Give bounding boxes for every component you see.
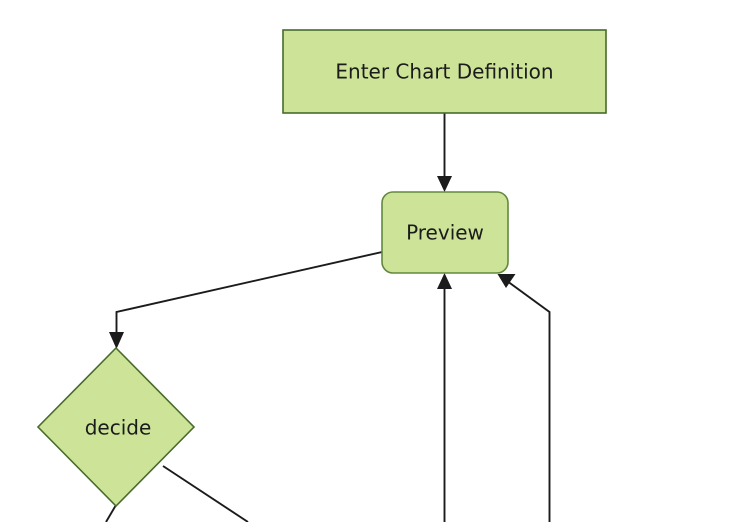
node-shape-preview[interactable] [381, 191, 509, 274]
edge-decide-bottom-exit [105, 504, 117, 522]
node-label-preview: Preview [406, 221, 484, 245]
node-preview[interactable]: Preview [381, 191, 509, 274]
edge-preview-to-decide [109, 251, 383, 349]
edge-line-preview-to-decide [115, 251, 383, 338]
edge-enter-to-preview [437, 113, 452, 192]
node-enter-chart-definition[interactable]: Enter Chart Definition [282, 29, 607, 114]
arrowhead-preview-to-decide [109, 332, 124, 349]
arrowhead-bottom-center-to-preview [437, 273, 452, 289]
edge-line-decide-bottom-exit [105, 504, 117, 522]
node-shape-decide[interactable] [36, 346, 196, 508]
node-shape-enter-chart-definition[interactable] [282, 29, 607, 114]
node-label-enter-chart-definition: Enter Chart Definition [335, 60, 553, 84]
node-decide[interactable]: decide [36, 346, 196, 508]
arrowhead-enter-to-preview [437, 176, 452, 192]
node-label-decide: decide [85, 416, 152, 440]
edge-line-bottom-right-to-preview [506, 280, 551, 522]
edge-decide-right-exit [162, 465, 249, 522]
edge-line-decide-right-exit [162, 465, 249, 522]
edge-bottom-right-to-preview [497, 274, 551, 522]
edge-bottom-center-to-preview [437, 273, 452, 522]
arrowhead-bottom-right-to-preview [497, 274, 516, 288]
